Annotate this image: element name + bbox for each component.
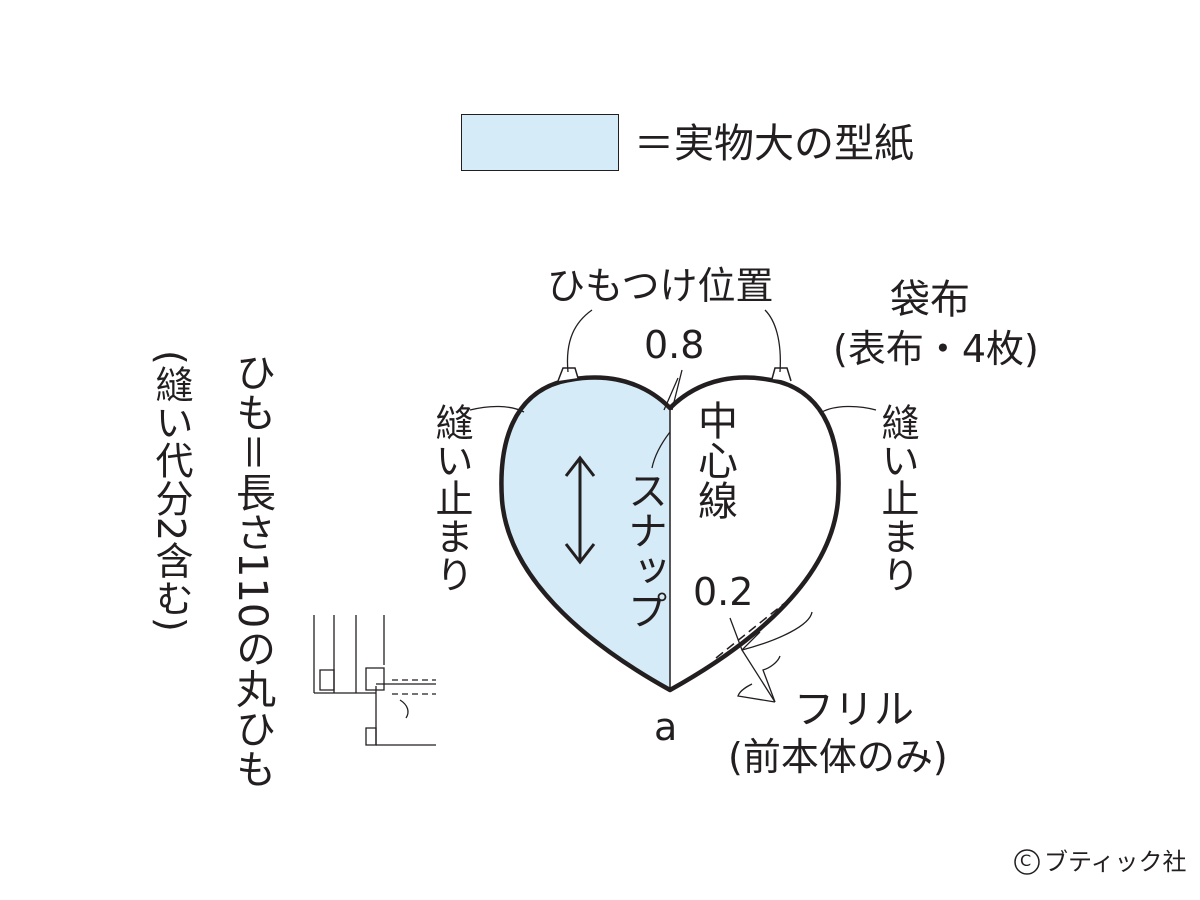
dim-0-8-mark — [663, 369, 683, 411]
label-dim-0-8: 0.8 — [644, 323, 705, 367]
dim-0-2-mark — [729, 617, 776, 703]
grain-arrow-icon — [564, 455, 596, 565]
copyright-circle-icon — [1014, 849, 1040, 875]
label-himo-length: ひも＝長さ110の丸ひも — [229, 352, 275, 789]
label-frill: フリル — [794, 687, 914, 733]
leader-stop-left — [469, 405, 525, 413]
label-stop-right: 縫い止まり — [875, 403, 919, 593]
label-frill-note: (前本体のみ) — [728, 735, 948, 779]
cord-tab-left — [557, 367, 579, 382]
label-center-line: 中心線 — [691, 400, 737, 520]
pattern-fill-left-half — [501, 377, 670, 690]
label-stop-left: 縫い止まり — [429, 403, 473, 593]
copyright-symbol: C — [1020, 851, 1032, 870]
label-bag-cloth-note: (表布・4枚) — [833, 327, 1039, 371]
legend-swatch — [461, 114, 619, 171]
leader-stop-right — [821, 405, 877, 413]
label-bag-cloth: 袋布 — [890, 277, 970, 323]
copyright-text: ブティック社 — [1044, 848, 1187, 876]
leader-himo-left — [566, 309, 593, 373]
label-himo-position: ひもつけ位置 — [547, 264, 774, 308]
cord-tab-right — [771, 367, 792, 382]
frill-dashed-line — [715, 601, 787, 659]
label-dim-0-2: 0.2 — [693, 570, 754, 614]
leader-frill-upper — [741, 611, 813, 651]
label-snap: スナップ — [621, 470, 667, 630]
leader-snap — [651, 431, 671, 469]
label-seam-allowance: (縫い代分2含む) — [149, 350, 193, 632]
cord-illustration — [313, 615, 436, 746]
legend-text: ＝実物大の型紙 — [634, 121, 914, 167]
leader-frill-lower — [737, 655, 781, 703]
label-point-a: a — [654, 705, 678, 749]
leader-himo-right — [764, 309, 781, 373]
